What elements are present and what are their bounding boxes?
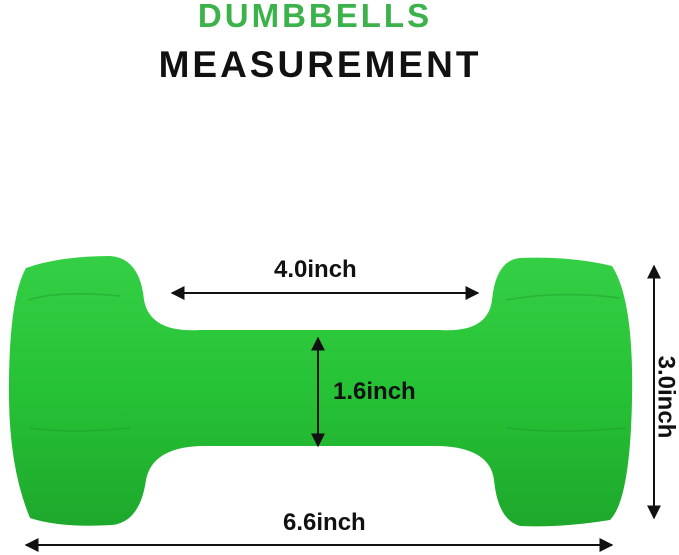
- handle-length-label: 4.0inch: [274, 256, 357, 283]
- dumbbell-shape: [8, 256, 633, 527]
- head-height-label: 3.0inch: [652, 355, 679, 439]
- total-length-label: 6.6inch: [283, 509, 366, 536]
- title-dumbbells: DUMBBELLS: [197, 0, 433, 34]
- title-measurement: MEASUREMENT: [158, 44, 482, 85]
- handle-diameter-label: 1.6inch: [333, 378, 416, 405]
